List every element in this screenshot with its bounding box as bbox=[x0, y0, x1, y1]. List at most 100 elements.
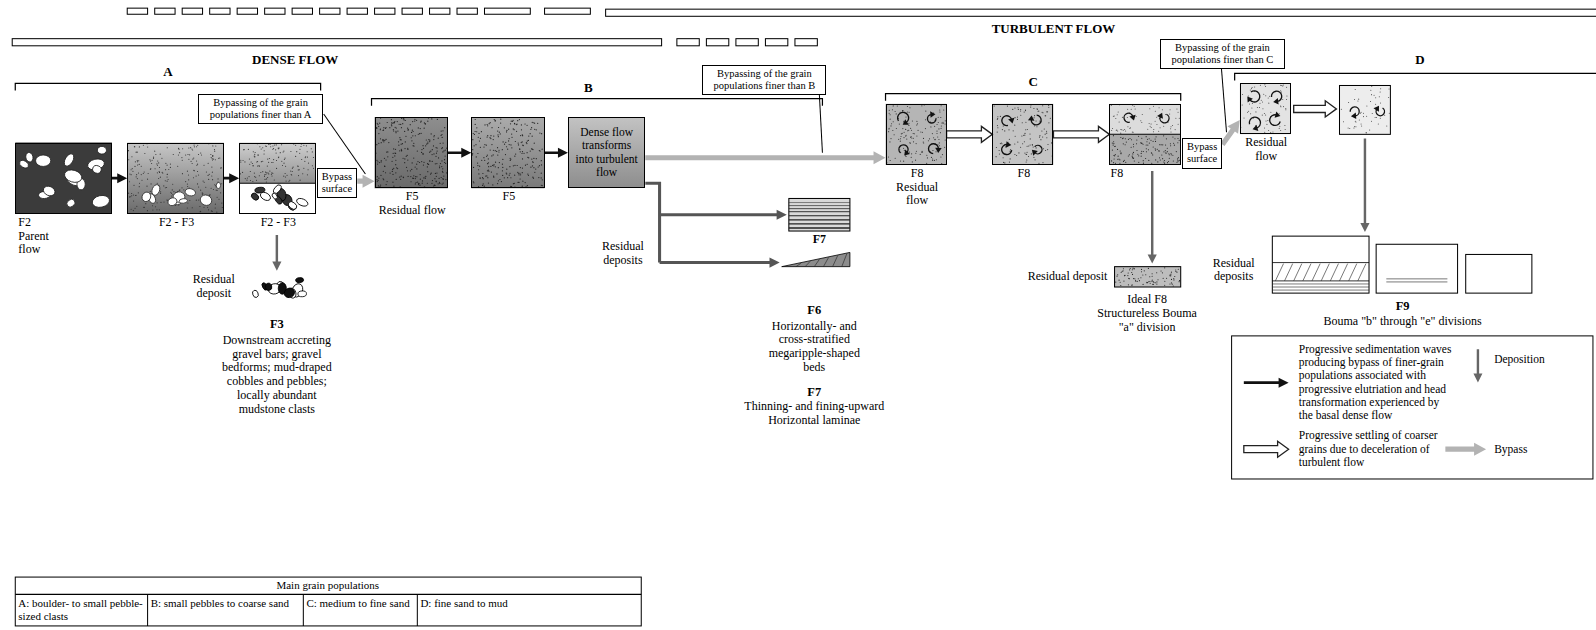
grain-dot bbox=[1042, 162, 1043, 163]
grain-dot bbox=[177, 166, 178, 167]
grain-dot bbox=[442, 168, 443, 169]
grain-dot bbox=[244, 149, 245, 150]
grain-dot bbox=[271, 175, 272, 176]
ripple-lamina bbox=[1294, 264, 1302, 281]
grain-dot bbox=[138, 172, 139, 173]
grain-dot bbox=[1114, 116, 1115, 117]
pebble bbox=[92, 164, 103, 174]
grain-dot bbox=[441, 148, 442, 149]
grain-dot bbox=[394, 155, 395, 156]
grain-dot bbox=[376, 144, 377, 145]
grain-dot bbox=[1117, 131, 1118, 132]
grain-dot bbox=[245, 178, 246, 179]
grain-dot bbox=[478, 137, 479, 138]
grain-dot bbox=[1155, 148, 1156, 149]
grain-dot bbox=[158, 178, 159, 179]
grain-dot bbox=[385, 139, 386, 140]
grain-dot bbox=[410, 124, 411, 125]
grain-dot bbox=[405, 136, 406, 137]
curl-head bbox=[902, 150, 910, 158]
grain-dot bbox=[1160, 127, 1161, 128]
grain-dot bbox=[196, 165, 197, 166]
grain-dot bbox=[394, 121, 395, 122]
grain-dot bbox=[380, 128, 381, 129]
grain-dot bbox=[510, 160, 511, 161]
grain-dot bbox=[1132, 269, 1133, 270]
deposition-arrow bbox=[272, 235, 281, 271]
grain-dot bbox=[1010, 150, 1011, 151]
grain-dot bbox=[1176, 272, 1177, 273]
grain-dot bbox=[442, 143, 443, 144]
grain-dot bbox=[927, 157, 928, 158]
grain-dot bbox=[197, 145, 198, 146]
grain-dot bbox=[475, 144, 476, 145]
grain-stipple bbox=[1111, 104, 1180, 133]
grain-dot bbox=[1249, 104, 1250, 105]
deposition-arrow bbox=[1360, 138, 1369, 232]
grain-dot bbox=[1029, 133, 1030, 134]
grain-dot bbox=[1159, 144, 1160, 145]
grain-dot bbox=[160, 202, 161, 203]
grain-dot bbox=[202, 192, 203, 193]
grain-dot bbox=[240, 160, 241, 161]
flow-fill bbox=[471, 117, 544, 188]
grain-dot bbox=[292, 168, 293, 169]
grain-dot bbox=[522, 151, 523, 152]
grain-dot bbox=[1116, 276, 1117, 277]
grain-dot bbox=[190, 147, 191, 148]
grain-dot bbox=[278, 148, 279, 149]
grain-dot bbox=[411, 140, 412, 141]
grain-dot bbox=[185, 154, 186, 155]
grain-dot bbox=[525, 182, 526, 183]
grain-dot bbox=[212, 155, 213, 156]
grain-dot bbox=[520, 174, 521, 175]
grain-dot bbox=[304, 161, 305, 162]
residual-branch bbox=[645, 183, 659, 262]
grain-dot bbox=[172, 189, 173, 190]
flow-fill bbox=[127, 142, 224, 213]
grain-dot bbox=[1167, 162, 1168, 163]
facies-code: F9 bbox=[1382, 299, 1423, 313]
grain-dot bbox=[212, 179, 213, 180]
grain-dot bbox=[377, 176, 378, 177]
grain-dot bbox=[498, 151, 499, 152]
grain-dot bbox=[1116, 129, 1117, 130]
grain-dot bbox=[425, 145, 426, 146]
grain-dot bbox=[1117, 149, 1118, 150]
grain-dot bbox=[434, 185, 435, 186]
grain-dot bbox=[395, 153, 396, 154]
grain-dot bbox=[200, 211, 201, 212]
grain-dot bbox=[1375, 97, 1376, 98]
grain-dot bbox=[438, 178, 439, 179]
grain-dot bbox=[265, 174, 266, 175]
grain-dot bbox=[439, 183, 440, 184]
grain-dot bbox=[1153, 141, 1154, 142]
grain-dot bbox=[153, 158, 154, 159]
grain-dot bbox=[429, 161, 430, 162]
grain-dot bbox=[1280, 90, 1281, 91]
grain-dot bbox=[212, 156, 213, 157]
curl-arrow bbox=[1001, 114, 1016, 127]
grain-dot bbox=[527, 185, 528, 186]
grain-dot bbox=[517, 182, 518, 183]
grain-dot bbox=[202, 194, 203, 195]
grain-dot bbox=[474, 131, 475, 132]
grain-dot bbox=[1165, 114, 1166, 115]
grain-dot bbox=[508, 140, 509, 141]
curl-head bbox=[935, 148, 942, 153]
grain-dot bbox=[1170, 143, 1171, 144]
grain-dot bbox=[276, 144, 277, 145]
box-text: Bypass surface bbox=[1186, 141, 1219, 165]
grain-dot bbox=[1125, 162, 1126, 163]
grain-dot bbox=[160, 154, 161, 155]
grain-dot bbox=[413, 145, 414, 146]
grain-dot bbox=[290, 171, 291, 172]
grain-dot bbox=[438, 183, 439, 184]
grain-dot bbox=[439, 165, 440, 166]
curl-head bbox=[1351, 113, 1357, 120]
grain-dot bbox=[1262, 102, 1263, 103]
grain-dot bbox=[1151, 163, 1152, 164]
grain-dot bbox=[907, 130, 908, 131]
grain-dot bbox=[182, 173, 183, 174]
curl-line bbox=[1246, 89, 1262, 105]
